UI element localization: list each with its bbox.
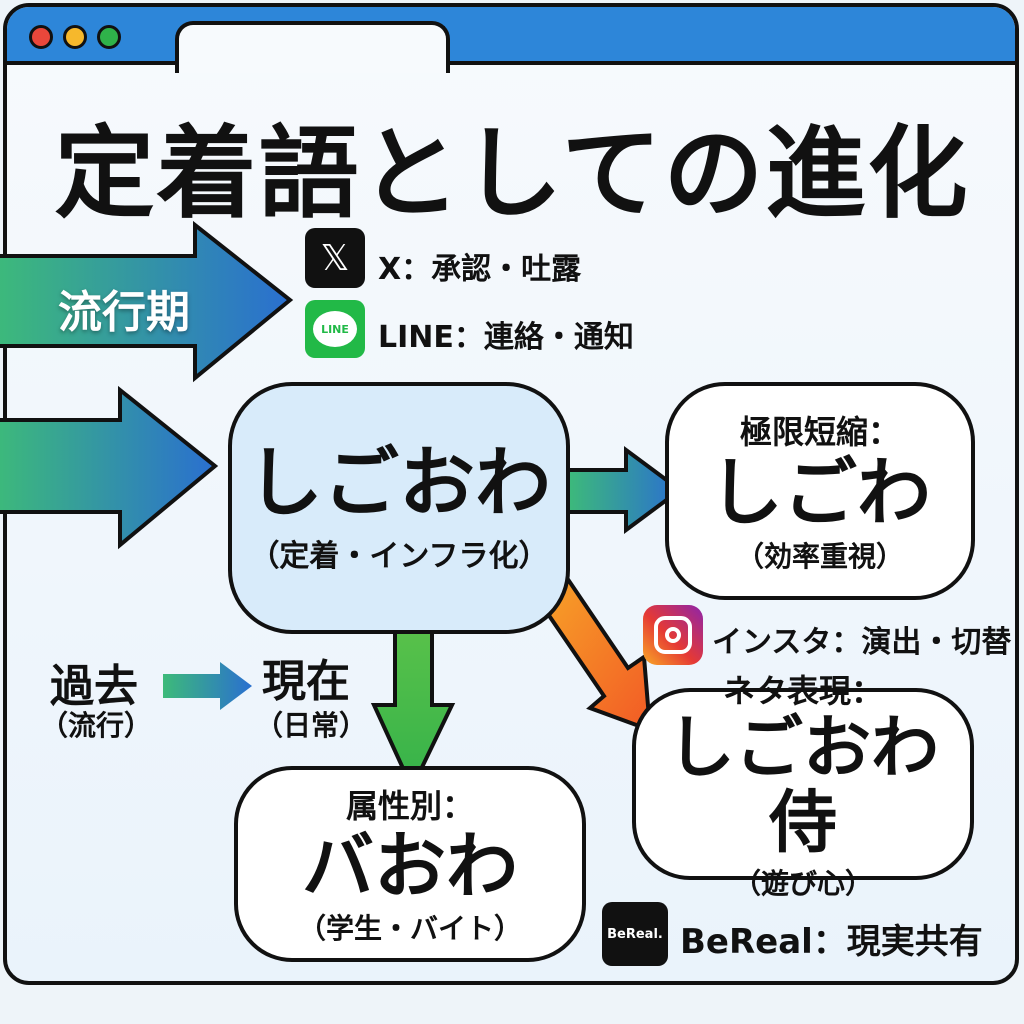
maximize-button[interactable] [97,25,121,49]
bereal-logo-icon: BeReal. [602,902,668,966]
short-sub: （効率重視） [735,539,904,573]
x-platform-text: X：承認・吐露 [378,252,582,287]
main-arrow [0,385,219,550]
line-logo-icon: LINE [305,300,365,358]
instagram-logo-icon [643,605,703,665]
center-node: しごおわ （定着・インフラ化） [228,382,570,634]
center-main: しごおわ [247,438,551,528]
attribute-main: バおわ [301,824,518,909]
arrow-to-short [566,446,684,534]
present-label: 現在 [262,656,350,707]
joke-node: ネタ表現： しごおわ侍 （遊び心） [632,672,974,900]
timeline-arrow [163,662,252,710]
past-label: 過去 [50,661,138,712]
present-sub: （日常） [255,709,368,742]
past-sub: （流行） [40,709,153,742]
joke-sub: （遊び心） [732,866,873,900]
close-button[interactable] [29,25,53,49]
line-platform-text: LINE：連絡・通知 [378,320,634,355]
joke-main: しごおわ侍 [666,709,939,863]
short-node: 極限短縮： しごわ （効率重視） [665,382,975,600]
instagram-platform-text: インスタ：演出・切替 [712,625,1012,660]
short-main: しごわ [709,450,931,537]
x-logo-icon: 𝕏 [305,228,365,288]
page-title: 定着語としての進化 [54,115,970,232]
arrow-to-joke [532,572,653,733]
center-sub: （定着・インフラ化） [249,538,549,574]
browser-tab[interactable] [175,21,450,73]
bereal-platform-text: BeReal：現実共有 [680,922,983,962]
attribute-node: 属性別： バおわ （学生・バイト） [234,766,586,962]
joke-heading: ネタ表現： [722,672,883,711]
arrow-to-attribute [370,620,456,793]
attribute-sub: （学生・バイト） [297,911,522,945]
trend-arrow [0,220,294,383]
line-icon-text: LINE [313,311,357,347]
attribute-heading: 属性別： [345,787,474,826]
short-heading: 極限短縮： [739,413,900,452]
trend-label: 流行期 [58,287,190,338]
minimize-button[interactable] [63,25,87,49]
